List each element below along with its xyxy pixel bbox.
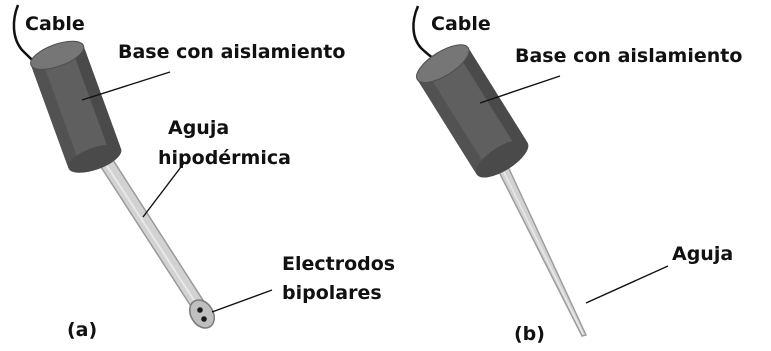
label-electrodes-a: Electrodos bipolares — [282, 253, 395, 304]
electrode-2 — [201, 316, 207, 322]
panel-a-drawing — [12, 4, 273, 329]
leader-electrodes-a — [211, 289, 273, 313]
label-needle-b: Aguja — [672, 243, 734, 265]
caption-a: (a) — [67, 319, 98, 341]
base-b — [416, 44, 529, 178]
leader-base-b — [479, 75, 561, 104]
needle-b — [491, 157, 587, 337]
electrode-1 — [197, 307, 203, 313]
base-a — [30, 40, 122, 173]
label-base-b: Base con aislamiento — [515, 45, 743, 67]
label-cable-b: Cable — [431, 13, 491, 35]
label-electrodes-a-line1: Electrodos — [282, 253, 396, 275]
label-needle-a: Aguja hipodérmica — [158, 117, 291, 169]
label-cable-a: Cable — [25, 13, 85, 35]
caption-b: (b) — [514, 323, 545, 345]
label-needle-a-line2: hipodérmica — [158, 147, 291, 169]
label-needle-a-line1: Aguja — [168, 117, 230, 139]
needle-a — [88, 145, 216, 329]
leader-base-a — [81, 71, 171, 101]
panel-b-drawing — [412, 5, 669, 337]
label-electrodes-a-line2: bipolares — [282, 282, 382, 304]
label-base-a: Base con aislamiento — [118, 41, 346, 63]
leader-needle-a — [142, 162, 185, 218]
needle-tip-a — [188, 299, 216, 329]
leader-needle-b — [585, 265, 669, 304]
